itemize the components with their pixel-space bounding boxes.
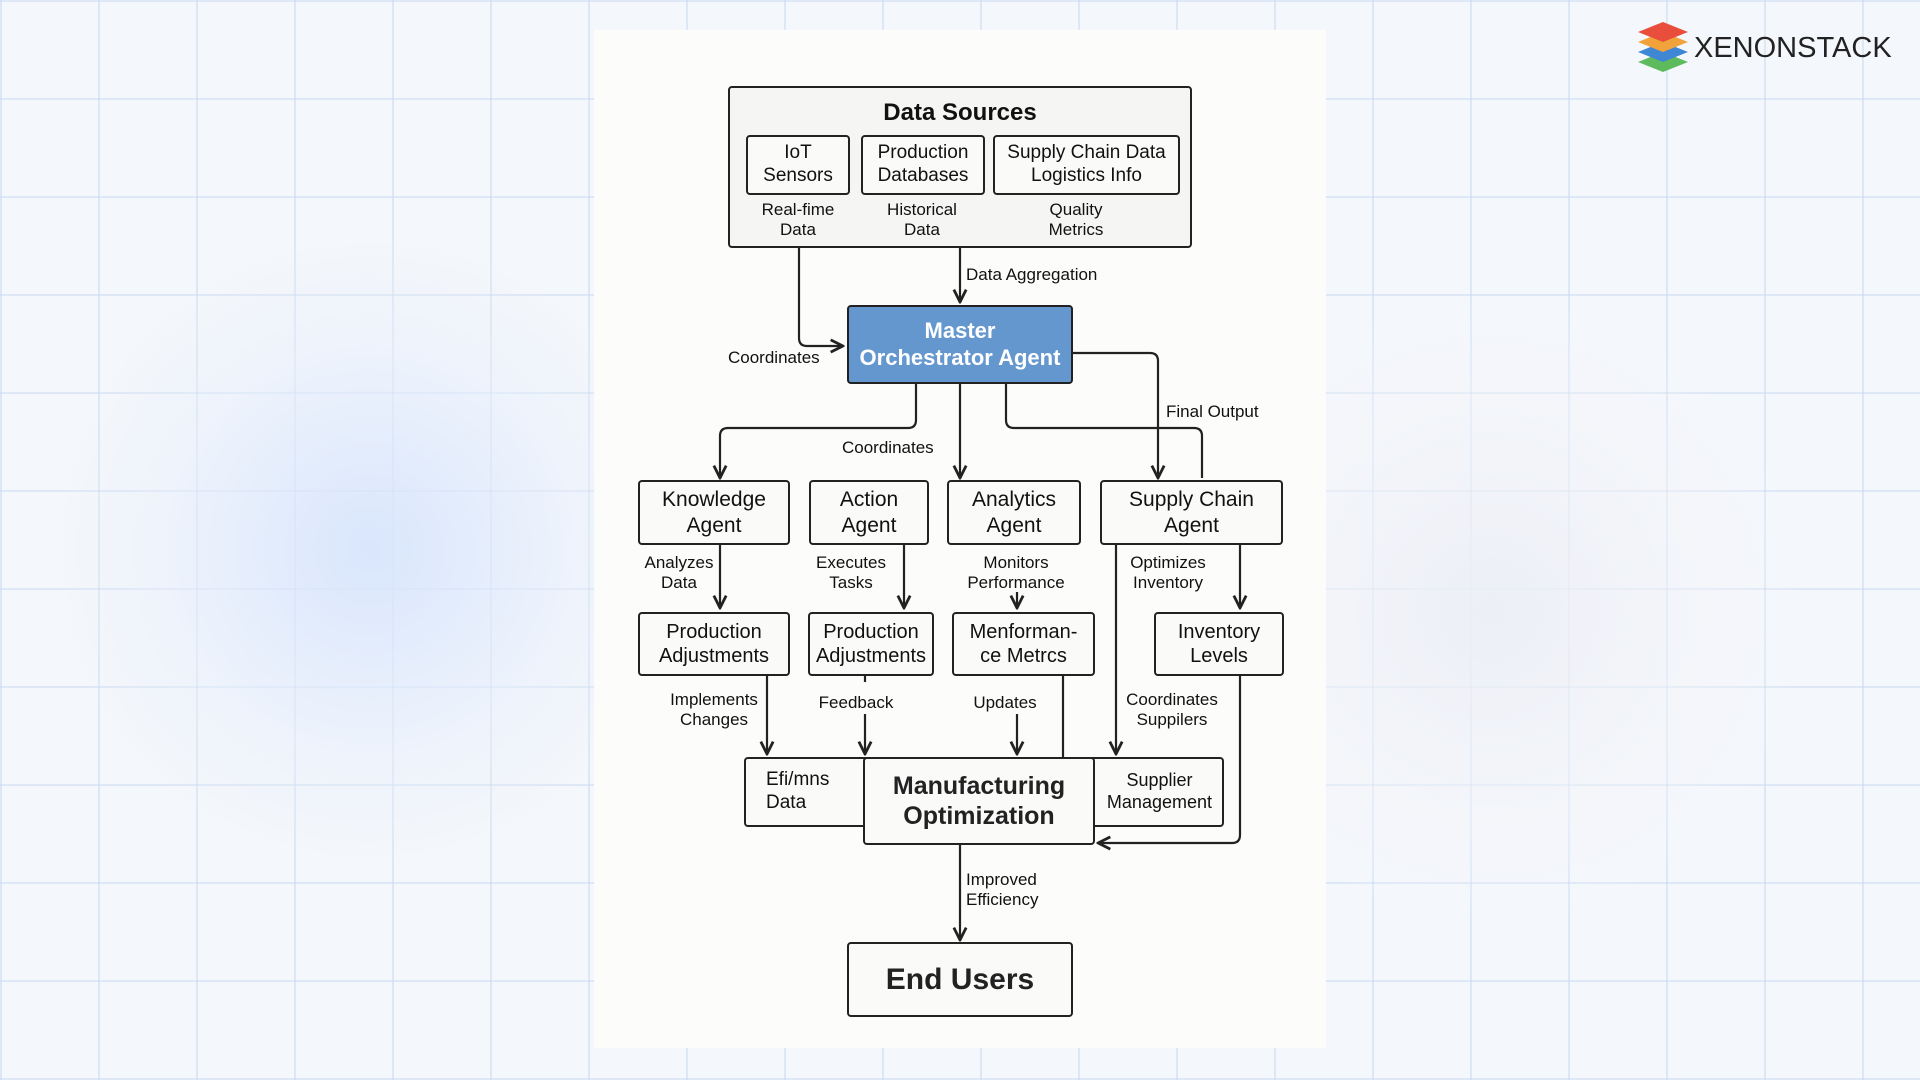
knowledge-agent-node[interactable]: Knowledge Agent	[638, 480, 790, 545]
supply-chain-data-sublabel: Quality Metrics	[1048, 200, 1104, 240]
master-orchestrator-node[interactable]: Master Orchestrator Agent	[847, 305, 1073, 384]
analytics-result: Updates	[973, 693, 1037, 712]
analytics-agent-action: Monitors Performance	[967, 553, 1065, 593]
edge-final-output	[1072, 351, 1158, 478]
iot-sensors-node[interactable]: IoT Sensors	[746, 135, 850, 195]
iot-sensors-sublabel: Real-fime Data	[761, 200, 835, 240]
edge-label-coordinates-mid: Coordinates	[842, 438, 934, 457]
action-result: Feedback	[818, 693, 894, 712]
brand-name: XENONSTACK	[1694, 32, 1892, 64]
supplier-management-node[interactable]: Supplier Management	[1078, 757, 1224, 827]
production-databases-node[interactable]: Production Databases	[861, 135, 985, 195]
knowledge-agent-action: Analyzes Data	[644, 553, 714, 593]
edge-iot-to-orchestrator	[797, 244, 843, 346]
manufacturing-optimization-node[interactable]: Manufacturing Optimization	[863, 757, 1095, 845]
knowledge-output-node[interactable]: Production Adjustments	[638, 612, 790, 676]
action-agent-action: Executes Tasks	[816, 553, 886, 593]
edge-inventory-to-opt	[1098, 676, 1242, 843]
edge-label-coordinates-left: Coordinates	[728, 348, 820, 367]
edge-label-final-output: Final Output	[1166, 402, 1259, 421]
edge-orchestrator-to-knowledge	[720, 384, 918, 478]
edge-label-improved-efficiency: Improved Efficiency	[966, 870, 1039, 910]
knowledge-result: Implements Changes	[670, 690, 758, 730]
end-users-node[interactable]: End Users	[847, 942, 1073, 1017]
background-glow	[60, 240, 680, 860]
data-sources-title: Data Sources	[883, 99, 1037, 126]
analytics-output-node[interactable]: Menforman- ce Metrcs	[952, 612, 1095, 676]
supply-chain-result: Coordinates Suppilers	[1126, 690, 1218, 730]
layered-stack-icon	[1638, 22, 1688, 72]
analytics-agent-node[interactable]: Analytics Agent	[947, 480, 1081, 545]
brand-logo[interactable]: XENONSTACK	[1636, 18, 1896, 78]
supply-chain-agent-action: Optimizes Inventory	[1130, 553, 1206, 593]
production-databases-sublabel: Historical Data	[887, 200, 957, 240]
supply-chain-agent-node[interactable]: Supply Chain Agent	[1100, 480, 1283, 545]
supply-chain-data-node[interactable]: Supply Chain Data Logistics Info	[993, 135, 1180, 195]
efficiency-data-node[interactable]: Efi/mns Data	[744, 757, 870, 827]
edge-orchestrator-to-supply	[1004, 384, 1204, 478]
action-agent-node[interactable]: Action Agent	[809, 480, 929, 545]
edge-label-data-aggregation: Data Aggregation	[966, 265, 1098, 284]
inventory-levels-node[interactable]: Inventory Levels	[1154, 612, 1284, 676]
action-output-node[interactable]: Production Adjustments	[808, 612, 934, 676]
